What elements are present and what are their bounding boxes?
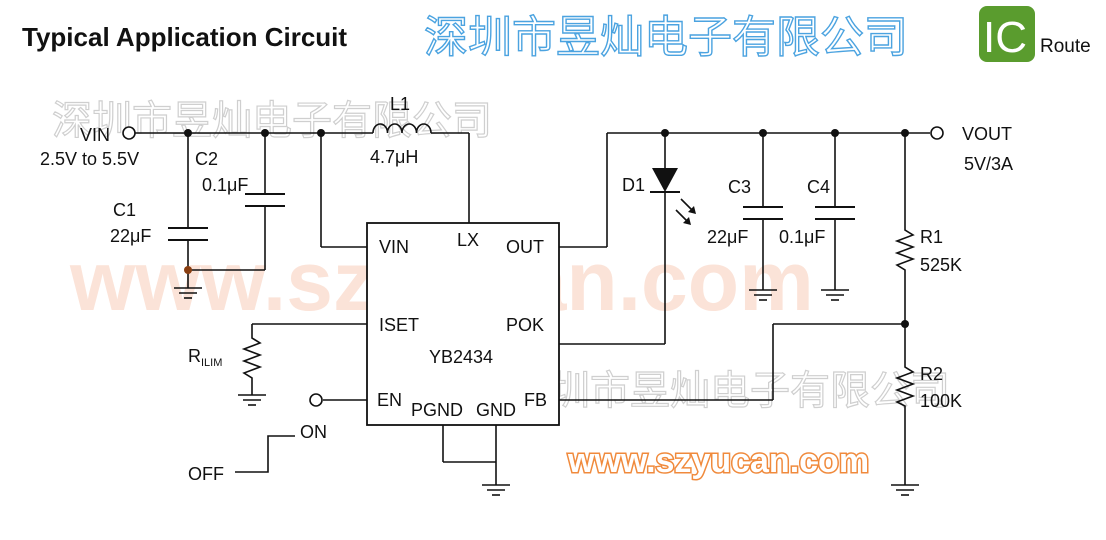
junction-dot <box>184 266 192 274</box>
c4-ref-label: C4 <box>807 177 830 197</box>
pin-out-label: OUT <box>506 237 544 257</box>
led-d1 <box>650 168 696 225</box>
pin-iset-label: ISET <box>379 315 419 335</box>
c3-ref-label: C3 <box>728 177 751 197</box>
c3-value-label: 22μF <box>707 227 748 247</box>
junction-dot <box>759 129 767 137</box>
pin-en-label: EN <box>377 390 402 410</box>
resistor-rilim <box>241 332 263 384</box>
junction-dot <box>901 320 909 328</box>
junction-dot <box>184 129 192 137</box>
junction-dot <box>261 129 269 137</box>
d1-ref-label: D1 <box>622 175 645 195</box>
c4-value-label: 0.1μF <box>779 227 825 247</box>
company-banner: 深圳市昱灿电子有限公司 <box>424 12 908 63</box>
junction-dot <box>317 129 325 137</box>
ic-part-number: YB2434 <box>429 347 493 367</box>
ground-icon <box>890 484 920 496</box>
switch-off-label: OFF <box>188 464 224 484</box>
r2-value-label: 100K <box>920 391 962 411</box>
pin-pgnd-label: PGND <box>411 400 463 420</box>
wires <box>135 132 930 485</box>
r1-ref-label: R1 <box>920 227 943 247</box>
page-title: Typical Application Circuit <box>22 22 347 52</box>
inductor-l1 <box>372 123 432 134</box>
c1-ref-label: C1 <box>113 200 136 220</box>
vin-range-label: 2.5V to 5.5V <box>40 149 139 169</box>
vin-terminal <box>122 126 136 140</box>
vin-label: VIN <box>80 125 110 145</box>
vout-label: VOUT <box>962 124 1012 144</box>
vout-terminal <box>930 126 944 140</box>
watermark-company-middle: 深圳市昱灿电子有限公司 <box>510 368 950 414</box>
capacitor-c3 <box>743 206 783 220</box>
watermark-company-top: 深圳市昱灿电子有限公司 <box>52 98 492 144</box>
capacitor-c2 <box>245 193 285 207</box>
junction-dot <box>661 129 669 137</box>
c1-value-label: 22μF <box>110 226 151 246</box>
capacitor-c1 <box>168 227 208 241</box>
vout-rating-label: 5V/3A <box>964 154 1013 174</box>
pin-lx-label: LX <box>457 230 479 250</box>
logo-ic-text: IC <box>983 13 1027 62</box>
en-terminal <box>309 393 323 407</box>
junctions <box>184 129 909 328</box>
junction-dot <box>831 129 839 137</box>
r2-ref-label: R2 <box>920 364 943 384</box>
c2-ref-label: C2 <box>195 149 218 169</box>
c2-value-label: 0.1μF <box>202 175 248 195</box>
r1-value-label: 525K <box>920 255 962 275</box>
capacitor-c4 <box>815 206 855 220</box>
rilim-sub-label: ILIM <box>201 357 222 369</box>
rilim-ref-label: R <box>188 346 201 366</box>
ic-body <box>366 222 560 426</box>
logo-badge <box>979 6 1035 62</box>
logo-route-text: Route <box>1040 36 1091 57</box>
resistor-r2 <box>894 360 916 410</box>
switch-on-label: ON <box>300 422 327 442</box>
junction-dot <box>901 129 909 137</box>
l1-value-label: 4.7μH <box>370 147 418 167</box>
pin-vin-label: VIN <box>379 237 409 257</box>
pin-fb-label: FB <box>524 390 547 410</box>
l1-ref-label: L1 <box>390 94 410 114</box>
icroute-logo: IC Route <box>979 6 1091 62</box>
pin-gnd-label: GND <box>476 400 516 420</box>
ground-icon <box>820 289 850 301</box>
ground-icon <box>237 394 267 406</box>
resistor-r1 <box>894 222 916 278</box>
ground-icon <box>481 484 511 496</box>
pin-pok-label: POK <box>506 315 544 335</box>
watermark-url-glow: www.szyucan.com <box>567 442 869 480</box>
